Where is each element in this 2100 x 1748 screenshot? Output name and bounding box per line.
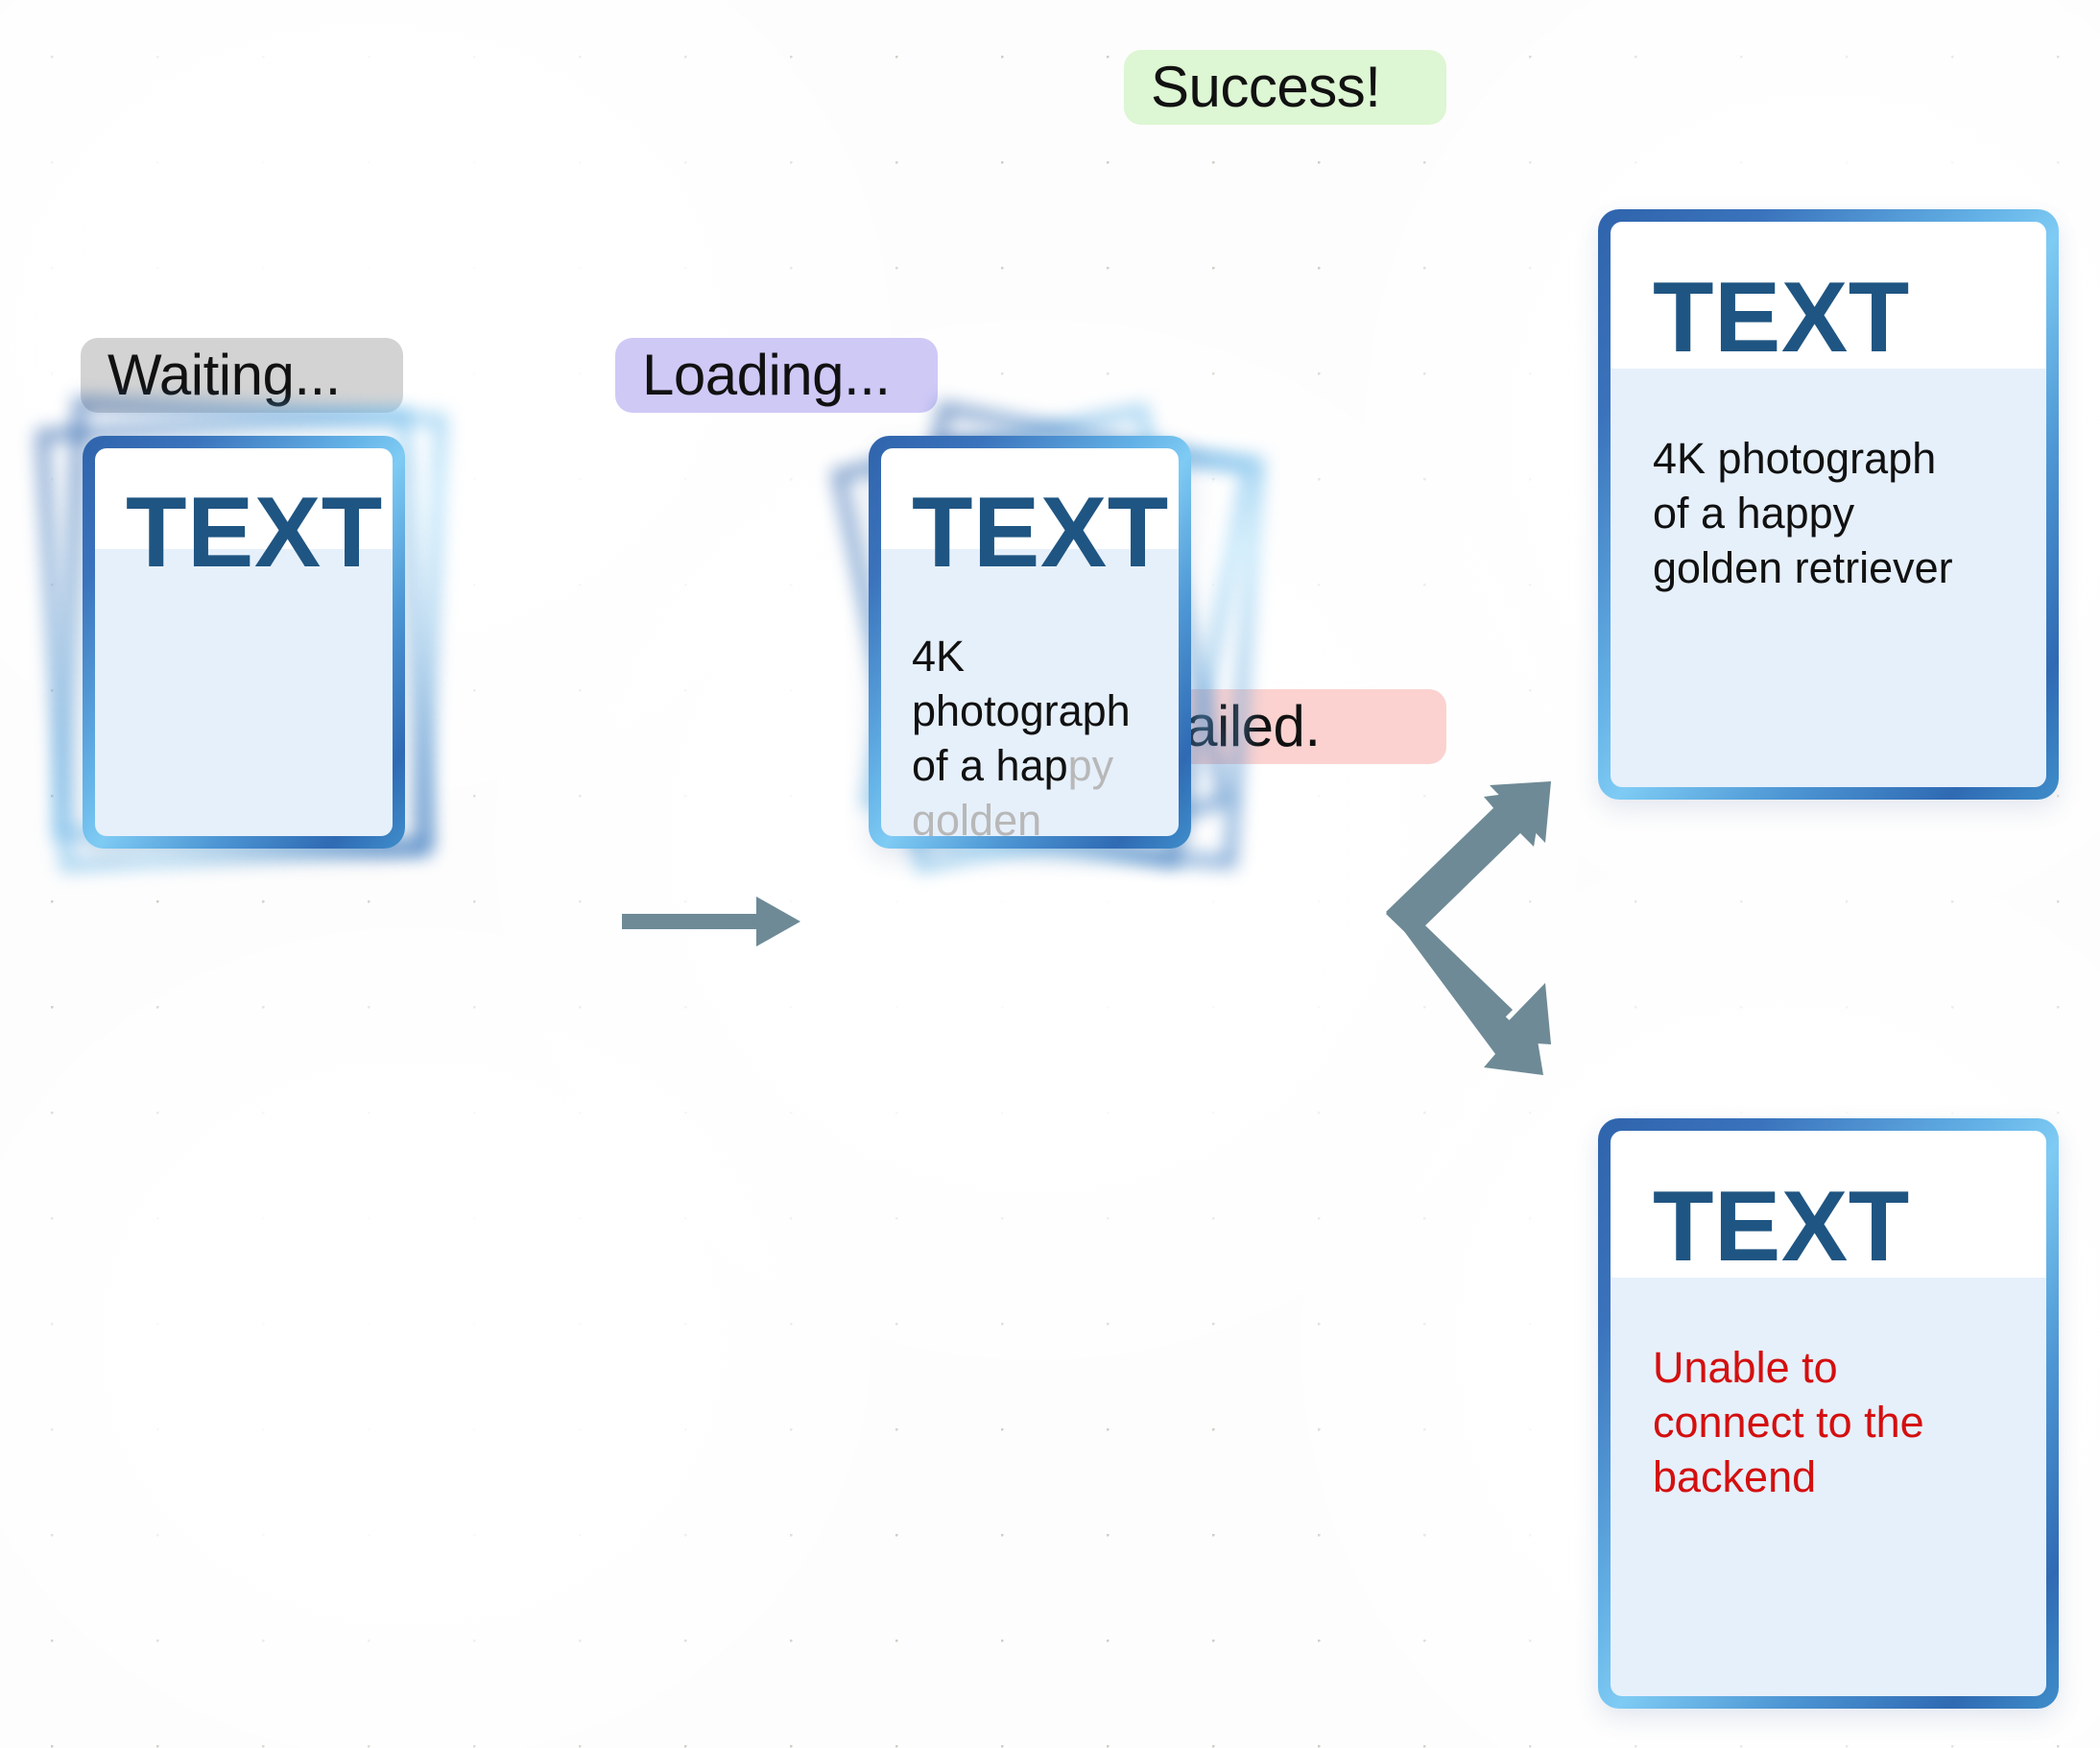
card-success-title: TEXT bbox=[1653, 262, 1910, 373]
status-badge-success-label: Success! bbox=[1151, 55, 1381, 119]
card-success-surface[interactable]: TEXT 4K photograph of a happy golden ret… bbox=[1598, 209, 2059, 800]
card-failed-title: TEXT bbox=[1653, 1171, 1910, 1282]
arrow-waiting-to-loading-icon bbox=[622, 897, 800, 946]
card-loading[interactable]: TEXT 4K photograph of a happy golden ret… bbox=[811, 400, 1272, 874]
status-badge-loading: Loading... bbox=[615, 338, 938, 413]
card-success[interactable]: TEXT 4K photograph of a happy golden ret… bbox=[1598, 209, 2068, 804]
card-success-body: 4K photograph of a happy golden retrieve… bbox=[1653, 434, 1953, 593]
status-badge-loading-label: Loading... bbox=[642, 343, 891, 407]
card-failed-body: Unable to connect to the backend bbox=[1653, 1343, 1924, 1502]
card-loading-title: TEXT bbox=[912, 477, 1169, 588]
card-loading-surface[interactable]: TEXT 4K photograph of a happy golden ret… bbox=[869, 436, 1191, 849]
card-waiting[interactable]: TEXT bbox=[36, 396, 448, 873]
status-badge-waiting: Waiting... bbox=[81, 338, 403, 413]
status-badge-waiting-label: Waiting... bbox=[107, 343, 341, 407]
card-failed[interactable]: TEXT Unable to connect to the backend bbox=[1598, 1118, 2068, 1713]
status-badge-success: Success! bbox=[1124, 50, 1446, 125]
card-loading-body: 4K photograph of a happy golden retrieve… bbox=[912, 629, 1179, 836]
card-waiting-title: TEXT bbox=[126, 477, 383, 588]
card-waiting-surface[interactable]: TEXT bbox=[83, 436, 405, 849]
card-failed-surface[interactable]: TEXT Unable to connect to the backend bbox=[1598, 1118, 2059, 1709]
branch-arrow-icon bbox=[1386, 781, 1551, 1075]
